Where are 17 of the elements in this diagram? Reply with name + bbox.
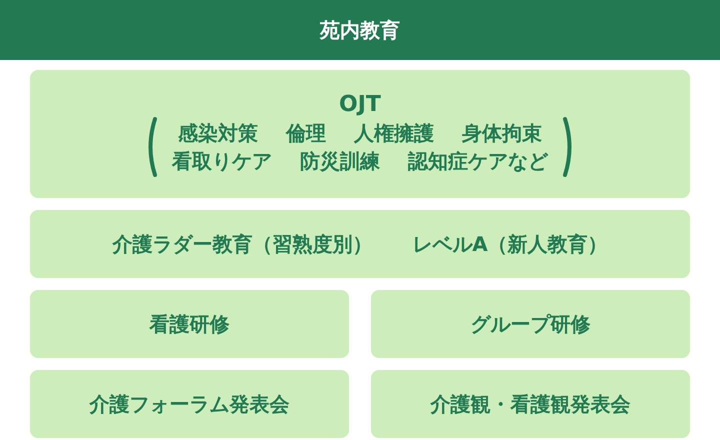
text-box	[371, 290, 690, 358]
box-label: 介護ラダー教育（習熟度別）	[112, 230, 372, 258]
box-label: 介護フォーラム発表会	[90, 390, 290, 418]
heading: 苑内教育	[320, 16, 400, 44]
box-label: 介護観・看護観発表会	[430, 390, 630, 418]
topic-list: 看取りケア 防災訓練 認知症ケアなど	[172, 146, 548, 174]
box-label: グループ研修	[470, 310, 590, 338]
heading: OJT	[339, 92, 381, 116]
text-box	[30, 70, 690, 198]
header-band	[0, 0, 720, 60]
text-box	[30, 210, 690, 278]
box-label: 看護研修	[150, 310, 230, 338]
topic-list: 感染対策 倫理 人権擁護 身体拘束	[178, 118, 542, 146]
text-box	[371, 370, 690, 438]
text-box	[30, 290, 349, 358]
text-box	[30, 370, 349, 438]
box-label: レベルA（新人教育）	[412, 230, 608, 258]
